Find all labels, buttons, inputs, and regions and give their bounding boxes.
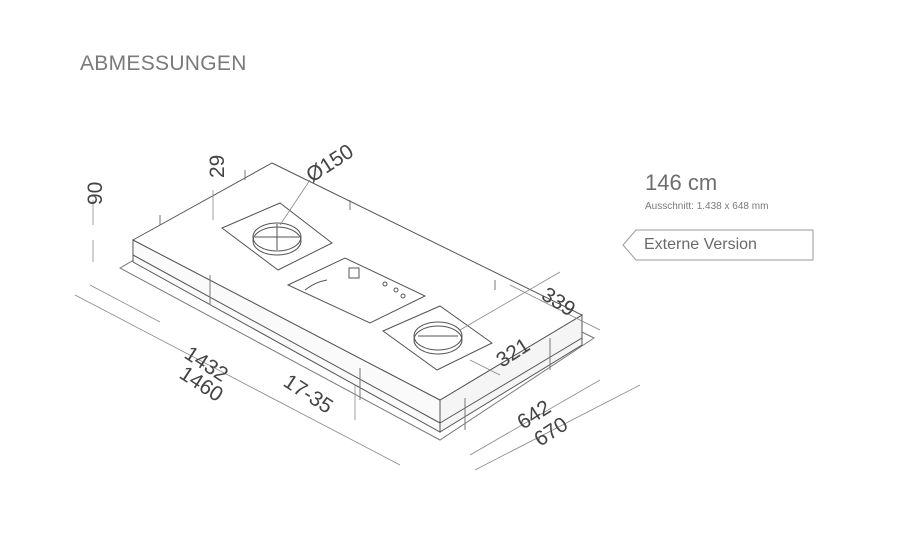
- control-plate: [286, 257, 427, 324]
- page-title: ABMESSUNGEN: [80, 52, 247, 75]
- product-size: 146 cm: [645, 170, 718, 195]
- mounting-brackets: [159, 170, 551, 430]
- hood-body: [118, 162, 596, 441]
- plate-left: [221, 202, 333, 271]
- dim-150: Ø150: [302, 140, 358, 187]
- plate-right: [381, 305, 493, 371]
- cutout-dimensions: Ausschnitt: 1.438 x 648 mm: [645, 201, 769, 212]
- dim-29: 29: [206, 155, 229, 178]
- dim-90: 90: [84, 182, 107, 205]
- externe-version-button[interactable]: Externe Version: [622, 229, 814, 261]
- fan-right-icon: [413, 321, 463, 351]
- externe-version-label: Externe Version: [644, 236, 757, 253]
- dimension-lines: [74, 179, 641, 471]
- arrow-tag-outline-icon: [622, 229, 814, 261]
- fan-left-icon: [252, 222, 302, 252]
- hood-top-face: [131, 162, 584, 401]
- dim-17-35: 17-35: [279, 370, 337, 419]
- fan-plates: [221, 202, 493, 371]
- switch-icon: [348, 267, 360, 279]
